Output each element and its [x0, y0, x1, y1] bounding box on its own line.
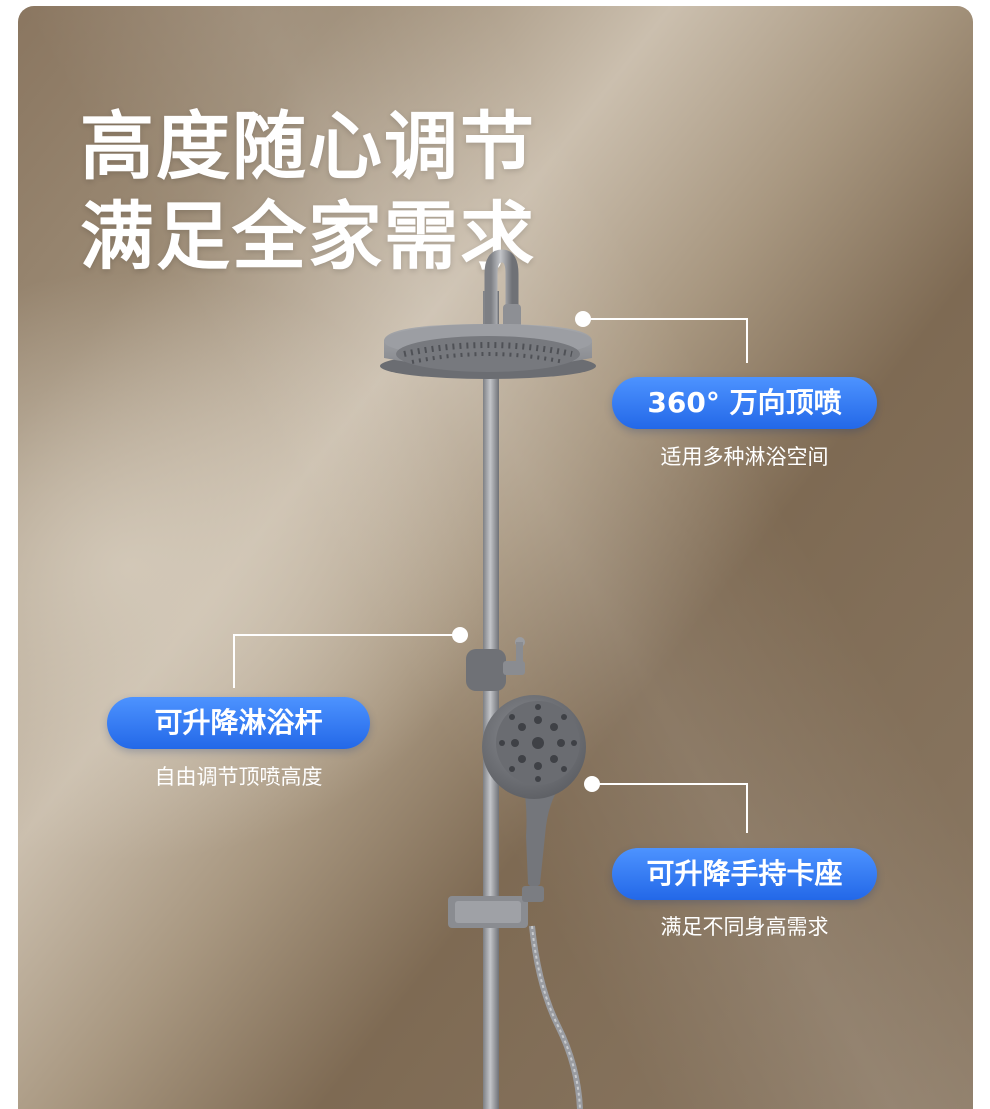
callout-lines — [233, 318, 748, 833]
handheld-shower — [482, 695, 586, 888]
shower-hose — [529, 925, 583, 1109]
sliding-bracket — [448, 886, 544, 928]
feature-lift-rod-caption: 自由调节顶喷高度 — [154, 765, 323, 789]
gooseneck-arm — [484, 249, 519, 333]
shower-system-illustration — [233, 249, 748, 1109]
diverter-valve — [466, 637, 525, 691]
feature-handheld-holder-pill: 可升降手持卡座 — [612, 848, 877, 900]
headline-line-2: 满足全家需求 — [80, 194, 536, 280]
headline: 高度随心调节 满足全家需求 — [80, 102, 536, 282]
headline-line-1: 高度随心调节 — [80, 104, 536, 190]
callout-dots — [452, 311, 600, 792]
feature-360-swivel-pill: 360° 万向顶喷 — [612, 377, 877, 429]
feature-360-swivel-caption: 适用多种淋浴空间 — [660, 445, 829, 469]
overhead-shower-head — [380, 324, 596, 379]
feature-handheld-holder-caption: 满足不同身高需求 — [660, 915, 829, 939]
shower-riser-pipe — [483, 291, 499, 1109]
arm-joint — [503, 304, 521, 328]
product-banner: 高度随心调节 满足全家需求 — [18, 6, 973, 1109]
feature-lift-rod-pill: 可升降淋浴杆 — [107, 697, 370, 749]
